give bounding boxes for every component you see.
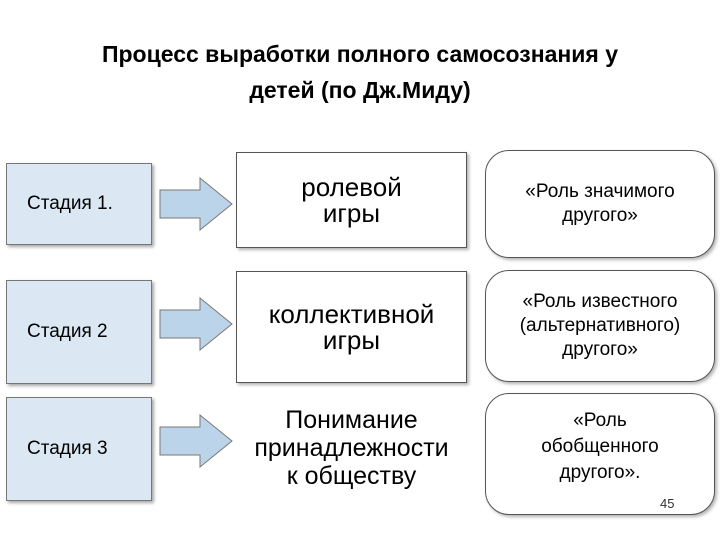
role-3-line-2: обобщенного — [541, 436, 659, 457]
stage-1-arrow — [159, 176, 233, 232]
role-2-line-2: (альтернативного) — [519, 315, 681, 336]
stage-3-box: Стадия 3 — [6, 397, 152, 501]
activity-1-line-1: ролевой — [301, 172, 402, 202]
role-2-line-1: «Роль известного — [522, 291, 678, 312]
stage-3-label: Стадия 3 — [27, 438, 108, 459]
role-box-1: «Роль значимого другого» — [485, 150, 715, 258]
role-2-line-3: другого» — [562, 339, 638, 360]
stage-1-label: Стадия 1. — [27, 193, 113, 214]
activity-box-3: Понимание принадлежности к обществу — [236, 392, 467, 504]
activity-3-line-3: к обществу — [286, 462, 417, 490]
stage-3-arrow — [159, 413, 233, 469]
stage-2-label: Стадия 2 — [27, 321, 108, 342]
activity-1-line-2: игры — [322, 198, 381, 228]
title-line-1: Процесс выработки полного самосознания у — [101, 41, 619, 67]
activity-3-line-1: Понимание — [285, 406, 418, 434]
stage-2-arrow — [159, 296, 233, 352]
role-box-2: «Роль известного (альтернативного) друго… — [485, 270, 715, 382]
activity-3-line-2: принадлежности — [254, 434, 449, 462]
stage-1-box: Стадия 1. — [6, 163, 152, 245]
activity-box-1: ролевой игры — [236, 152, 467, 248]
role-box-3: «Роль обобщенного другого». — [485, 393, 715, 515]
page-number: 45 — [660, 496, 675, 511]
activity-2-line-2: игры — [322, 325, 381, 355]
role-3-line-3: другого». — [559, 462, 641, 483]
activity-2-line-1: коллективной — [268, 299, 435, 329]
slide-title: Процесс выработки полного самосознания у… — [20, 36, 700, 108]
title-line-2: детей (по Дж.Миду) — [249, 77, 471, 103]
role-3-line-1: «Роль — [573, 410, 627, 431]
role-1-line-1: «Роль значимого — [525, 181, 675, 202]
stage-2-box: Стадия 2 — [6, 280, 152, 384]
activity-box-2: коллективной игры — [236, 271, 467, 383]
role-1-line-2: другого» — [562, 205, 638, 226]
